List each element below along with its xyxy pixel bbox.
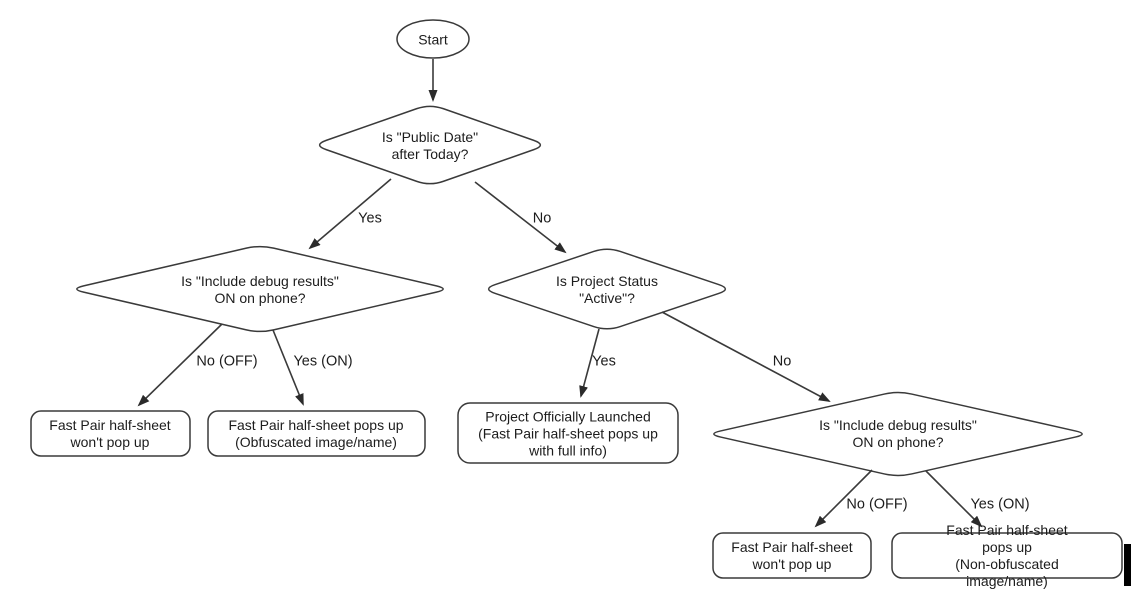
outcome-no-popup-left-label: Fast Pair half-sheet won't pop up (49, 417, 171, 450)
edge-label-debug-left-no: No (OFF) (196, 353, 258, 370)
decision-project-status-shape (487, 248, 727, 330)
outcome-launched-label: Project Officially Launched (Fast Pair h… (478, 408, 658, 459)
outcome-no-popup-right-label: Fast Pair half-sheet won't pop up (731, 539, 853, 572)
start-node-label: Start (418, 31, 448, 48)
decision-debug-left-label: Is "Include debug results" ON on phone? (181, 273, 339, 306)
edge-label-debug-left-yes: Yes (ON) (293, 353, 353, 370)
text-cursor-artifact (1124, 544, 1131, 586)
connector-debug-right-yes (925, 470, 983, 528)
connector-debug-right-no (814, 469, 873, 528)
connector-project-status-yes (579, 328, 600, 398)
decision-debug-right-shape (713, 391, 1083, 477)
connector-project-status-no (661, 311, 831, 402)
edge-label-public-date-yes: Yes (358, 210, 382, 227)
decision-debug-right-label: Is "Include debug results" ON on phone? (819, 417, 977, 450)
edge-label-debug-right-no: No (OFF) (846, 496, 908, 513)
connector-debug-left-no (137, 323, 223, 407)
outcome-no-popup-right-shape (712, 532, 872, 579)
connector-public-date-yes (308, 178, 392, 250)
start-node-shape (396, 19, 470, 59)
connector-public-date-no (474, 181, 567, 254)
outcome-obfuscated-shape (207, 410, 426, 457)
decision-public-date-label: Is "Public Date" after Today? (381, 129, 479, 162)
edge-label-debug-right-yes: Yes (ON) (970, 496, 1030, 513)
connector-debug-left-yes (272, 329, 304, 406)
outcome-no-popup-left-shape (30, 410, 191, 457)
decision-debug-left-shape (76, 245, 444, 333)
outcome-non-obfuscated-shape (891, 532, 1123, 579)
decision-project-status-label: Is Project Status "Active"? (556, 273, 658, 306)
outcome-non-obfuscated-label: Fast Pair half-sheet pops up (Non-obfusc… (946, 522, 1068, 589)
edge-label-public-date-no: No (532, 210, 552, 227)
outcome-launched-shape (457, 402, 679, 464)
decision-public-date-shape (318, 105, 542, 185)
edge-label-project-status-yes: Yes (592, 353, 616, 370)
outcome-obfuscated-label: Fast Pair half-sheet pops up (Obfuscated… (228, 417, 404, 450)
edge-label-project-status-no: No (772, 353, 792, 370)
